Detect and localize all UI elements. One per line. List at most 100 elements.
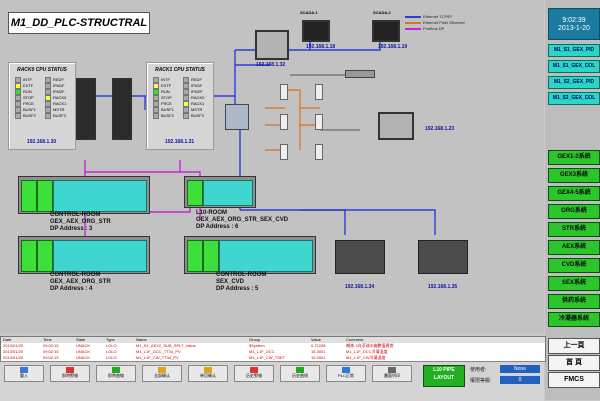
button-label: 全部确认 <box>154 373 170 378</box>
sidebar-btn-condenser[interactable]: 冷凝器系统 <box>548 312 600 327</box>
cell: M1_L1F_DCC <box>249 349 275 354</box>
sidebar-btn-s2-gex-col[interactable]: M1_S2_GEX_COL <box>548 92 600 105</box>
fiber-module[interactable] <box>280 84 288 100</box>
alarm-icon <box>66 367 74 373</box>
cell: UNACK <box>76 349 91 354</box>
led-label: BUSF2 <box>23 113 36 119</box>
sidebar-btn-s2-gex-pid[interactable]: M1_S2_GEX_PID <box>548 76 600 89</box>
button-label: 历史警報 <box>246 373 262 378</box>
ack-page-button[interactable]: 单页确认 <box>188 365 228 382</box>
scada1-ip: 192.168.1.18 <box>306 44 336 50</box>
sidebar-btn-s1-gex-col[interactable]: M1_S1_GEX_COL <box>548 60 600 73</box>
scada1-pc[interactable] <box>302 20 330 42</box>
prev-page-button[interactable]: 上一頁 <box>548 338 600 354</box>
rack-line: DP Address : 4 <box>50 286 93 292</box>
sidebar-btn-chemical-supply[interactable]: 供药系统 <box>548 294 600 309</box>
led-label: IFM2F <box>53 89 65 95</box>
plc-status-button[interactable]: PLC正常 <box>326 365 366 382</box>
col-time: Time <box>43 337 52 342</box>
cell: 2013/01/20 <box>3 355 24 360</box>
led-extf <box>153 83 159 90</box>
led-ifm1f <box>45 83 51 90</box>
io-rack-4[interactable] <box>184 236 316 274</box>
check-icon <box>204 367 212 373</box>
sidebar-btn-str[interactable]: STR系统 <box>548 222 600 237</box>
rack-line: SEX_CVD <box>216 279 245 285</box>
led-rack0 <box>183 95 189 102</box>
io-rack-3[interactable] <box>18 236 150 274</box>
cell: 09:02:15 <box>43 343 59 348</box>
led-label: MSTR <box>191 107 203 113</box>
rack1-cpu-status-panel: RACK1 CPU STATUS INTF EXTF RUN STOP FRCE… <box>146 62 214 150</box>
io-rack-1[interactable] <box>18 176 150 214</box>
led-label: INTF <box>23 77 32 83</box>
fiber-converter[interactable] <box>345 70 375 78</box>
history-alarm-button[interactable]: 历史警報 <box>234 365 274 382</box>
sidebar-btn-aex[interactable]: AEX系统 <box>548 240 600 255</box>
plc-unit-1[interactable] <box>335 240 385 274</box>
led-frce <box>153 101 159 108</box>
realtime-trend-button[interactable]: 即時曲線 <box>96 365 136 382</box>
button-label: 畫面列印 <box>384 373 400 378</box>
fmcs-button[interactable]: FMCS <box>548 372 600 388</box>
rack-line: DP Address : 5 <box>216 286 259 292</box>
led-label: EXTF <box>161 83 172 89</box>
clock-time: 9:02:39 <box>562 17 586 24</box>
fiber-module[interactable] <box>280 144 288 160</box>
fiber-module[interactable] <box>315 84 323 100</box>
sidebar-btn-cvd[interactable]: CVD系统 <box>548 258 600 273</box>
hmi-panel-top[interactable] <box>255 30 289 60</box>
fiber-module[interactable] <box>280 114 288 130</box>
led-label: RUN <box>161 89 170 95</box>
alarm-row[interactable]: 2013/01/20 09:02:15 UNACK LOLO M1_L1F_CW… <box>1 355 545 361</box>
fiber-module[interactable] <box>315 144 323 160</box>
rack-line: GEX_AEX_ORG_STR <box>50 219 111 225</box>
hmi-panel-right[interactable] <box>378 112 414 140</box>
led-label: INTF <box>161 77 170 83</box>
scada1-label: SCADA-1 <box>300 10 318 15</box>
plc-unit-2[interactable] <box>418 240 468 274</box>
rack-line: DP Address : 6 <box>196 224 239 230</box>
sidebar-btn-gex1-2[interactable]: GEX1-2系统 <box>548 150 600 165</box>
sidebar-btn-s1-gex-pid[interactable]: M1_S1_GEX_PID <box>548 44 600 57</box>
fiber-module[interactable] <box>315 114 323 130</box>
alarm-table: Date Time State Type Name Group Value Co… <box>0 336 546 362</box>
history-trend-button[interactable]: 历史曲线 <box>280 365 320 382</box>
print-screen-button[interactable]: 畫面列印 <box>372 365 412 382</box>
led-rack0 <box>45 95 51 102</box>
reload-button[interactable]: 重入 <box>4 365 44 382</box>
led-ifm2f <box>183 89 189 96</box>
rack1-cpu-module[interactable] <box>112 78 132 140</box>
rack-line: DP Address : 3 <box>50 226 93 232</box>
led-label: REDF <box>53 77 64 83</box>
alarm-row[interactable]: 2013/01/20 09:02:15 UNACK LOLO M1_L1F_DC… <box>1 349 545 355</box>
scada2-ip: 192.168.1.19 <box>378 44 408 50</box>
scada2-pc[interactable] <box>372 20 400 42</box>
sidebar-btn-gex3[interactable]: GEX3系统 <box>548 168 600 183</box>
ack-all-button[interactable]: 全部确认 <box>142 365 182 382</box>
sidebar-btn-org[interactable]: ORG系统 <box>548 204 600 219</box>
rack1-ip-label: 192.168.1.31 <box>165 139 195 145</box>
plc-icon <box>342 367 350 373</box>
led-label: FRCE <box>161 101 172 107</box>
home-button[interactable]: 首 頁 <box>548 355 600 371</box>
io-rack-2[interactable] <box>184 176 256 208</box>
rack0-cpu-module[interactable] <box>76 78 96 140</box>
alarm-row[interactable]: 2013/01/20 09:02:15 UNACK LOLO M1_S1_AEX… <box>1 343 545 349</box>
led-label: MSTR <box>53 107 65 113</box>
clock-date: 2013-1-20 <box>558 25 590 32</box>
led-busf1 <box>153 107 159 114</box>
led-label: BUSF3 <box>191 113 204 119</box>
printer-icon <box>388 367 396 373</box>
sidebar-btn-sex[interactable]: SEX系统 <box>548 276 600 291</box>
button-label: 即時警報 <box>62 373 78 378</box>
rack0-cpu-status-title: RACK0 CPU STATUS <box>17 67 67 73</box>
realtime-alarm-button[interactable]: 即時警報 <box>50 365 90 382</box>
cell: LOLO <box>106 349 117 354</box>
plc-unit-2-ip: 192.168.1.35 <box>428 284 458 290</box>
network-switch[interactable] <box>225 104 249 130</box>
sidebar-btn-gex4-5[interactable]: GEX4-5系统 <box>548 186 600 201</box>
led-label: RUN <box>23 89 32 95</box>
l10-pipe-layout-button[interactable]: L10 PIPE LAYOUT <box>423 365 465 387</box>
